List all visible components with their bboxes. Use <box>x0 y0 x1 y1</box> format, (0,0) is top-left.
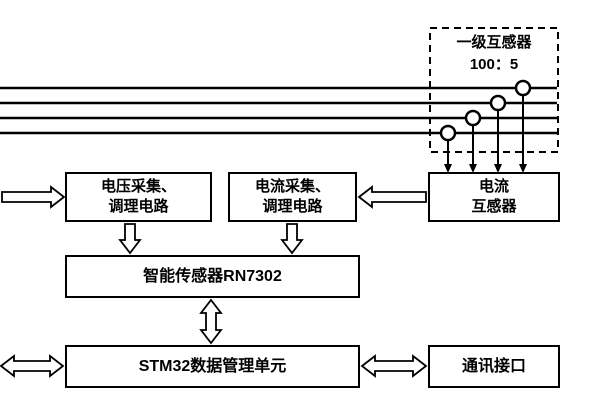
current-transformer-line1: 电流 <box>478 177 509 195</box>
primary-transformer-name: 一级互感器 <box>456 34 532 51</box>
voltage-acquisition-box: 电压采集、 调理电路 <box>65 172 212 222</box>
arrow-voltage-to-sensor <box>118 223 142 255</box>
primary-transformer-ratio: 100：5 <box>469 55 519 73</box>
primary-ct-dashed-boundary <box>429 27 559 153</box>
ct-lead-arrowhead-4 <box>519 164 527 173</box>
comm-interface-label: 通讯接口 <box>461 357 526 375</box>
ct-clamp-circle-4 <box>514 79 532 97</box>
current-acquisition-box: 电流采集、 调理电路 <box>228 172 357 222</box>
arrow-current-to-sensor <box>280 223 304 255</box>
comm-interface-box: 通讯接口 <box>428 345 560 388</box>
ct-clamp-circle-1 <box>439 124 457 142</box>
primary-transformer-label: 一级互感器 100：5 <box>430 32 558 76</box>
voltage-acquisition-line2: 调理电路 <box>108 198 169 215</box>
smart-sensor-box: 智能传感器RN7302 <box>65 255 360 298</box>
ct-lead-arrowhead-2 <box>469 164 477 173</box>
smart-sensor-label: 智能传感器RN7302 <box>143 267 282 285</box>
current-transformer-box: 电流 互感器 <box>428 172 560 222</box>
arrow-ct-to-current-acq <box>357 185 427 209</box>
ct-clamp-circle-2 <box>464 109 482 127</box>
voltage-acquisition-line1: 电压采集、 <box>100 177 176 195</box>
current-acquisition-line1: 电流采集、 <box>254 177 330 195</box>
arrow-sensor-stm32 <box>199 298 223 345</box>
ct-lead-arrowhead-1 <box>444 164 452 173</box>
ct-clamp-circle-3 <box>489 94 507 112</box>
current-transformer-line2: 互感器 <box>471 198 517 215</box>
arrow-stm32-comm <box>360 354 428 378</box>
stm32-unit-label: STM32数据管理单元 <box>138 357 287 375</box>
arrow-voltage-input <box>1 185 66 209</box>
stm32-unit-box: STM32数据管理单元 <box>65 345 360 388</box>
arrow-left-stm32 <box>0 354 65 378</box>
current-acquisition-line2: 调理电路 <box>262 198 323 215</box>
ct-lead-arrowhead-3 <box>494 164 502 173</box>
